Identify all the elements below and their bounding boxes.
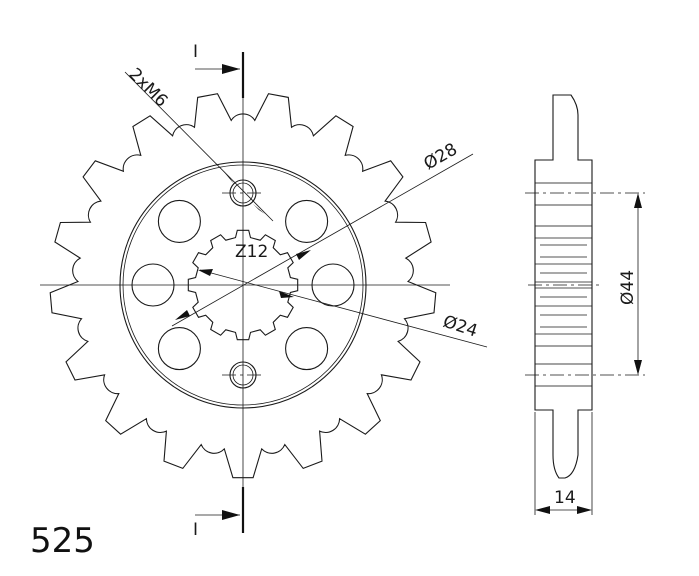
side-section	[534, 94, 593, 479]
arrowhead	[224, 172, 234, 184]
diameter-label: Ø44	[618, 270, 638, 305]
bolt-circle-dimension-line	[171, 153, 474, 327]
arrowhead	[198, 269, 213, 276]
section-marker-top: I	[193, 42, 198, 62]
arrowhead	[279, 291, 294, 298]
bore-dimension-line	[199, 269, 488, 348]
arrowhead	[222, 510, 240, 520]
side-view: Ø44 14	[525, 94, 645, 515]
m6-leader	[124, 71, 274, 222]
spline-grooves	[535, 237, 592, 335]
lightening-hole	[157, 327, 201, 371]
lightening-hole	[285, 199, 329, 243]
lightening-hole	[157, 199, 201, 243]
arrowhead	[296, 250, 311, 260]
sprocket-outline	[49, 93, 437, 479]
arrowhead	[535, 506, 550, 514]
lightening-hole	[285, 327, 329, 371]
bolt-circle-label: Ø28	[421, 140, 461, 175]
arrowhead	[634, 360, 642, 375]
chain-size-label: 525	[30, 521, 95, 561]
hole-section	[534, 182, 593, 206]
section-marker-bottom: I	[193, 520, 198, 540]
bore-label: Ø24	[440, 312, 479, 342]
width-label: 14	[554, 488, 576, 508]
arrowhead	[634, 193, 642, 208]
arrowhead	[175, 310, 190, 320]
thread-label: 2xM6	[124, 64, 171, 111]
front-view: I I 2xM6 Ø28 Ø24 Z12	[40, 42, 488, 540]
spline-section	[534, 225, 593, 347]
spline-label: Z12	[235, 242, 268, 262]
spline-bore	[187, 229, 299, 341]
arrowhead	[222, 64, 240, 74]
arrowhead	[253, 204, 265, 214]
arrowhead	[577, 506, 592, 514]
